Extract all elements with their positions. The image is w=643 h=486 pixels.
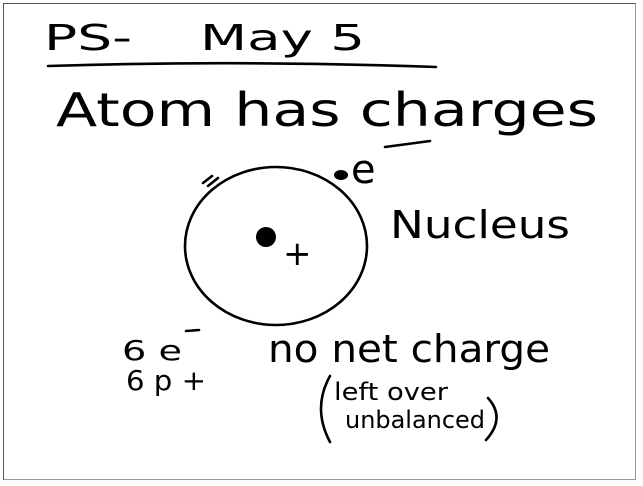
title-date: May 5	[200, 18, 365, 59]
electron-dot	[334, 170, 348, 180]
nucleus-charge-sign: +	[283, 234, 312, 274]
electron-minus-sign	[383, 139, 432, 149]
net-charge-note: no net charge	[268, 327, 550, 371]
nucleus-label: Nucleus	[390, 203, 570, 247]
electron-label: e	[351, 147, 376, 193]
title-prefix: PS-	[44, 18, 132, 59]
aside-open-paren	[319, 374, 332, 444]
nucleus-dot	[256, 227, 276, 247]
aside-close-paren	[484, 396, 498, 442]
slide-frame	[3, 3, 636, 480]
aside-line-1: left over	[334, 378, 448, 406]
heading: Atom has charges	[56, 83, 598, 137]
orbit-tick-mark	[201, 174, 220, 188]
electron-count: 6 e	[122, 334, 182, 367]
aside-line-2: unbalanced	[345, 406, 485, 434]
atom-orbit	[183, 165, 369, 327]
title-underline	[46, 61, 438, 69]
electron-count-minus	[184, 328, 201, 333]
proton-count: 6 p +	[126, 364, 206, 397]
